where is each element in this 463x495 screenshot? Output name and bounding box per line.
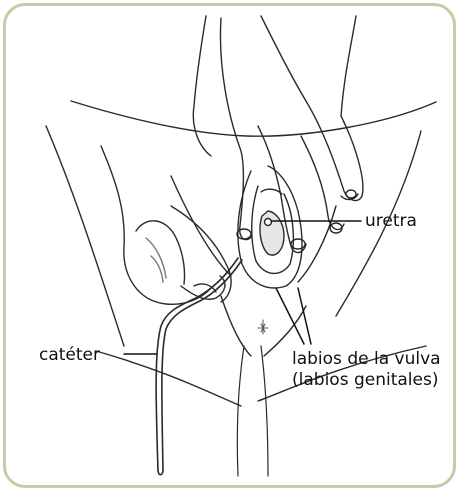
catheterization-illustration (6, 6, 456, 488)
anus-mark (258, 320, 268, 334)
labia-label-line2: (labios genitales) (292, 370, 438, 390)
vulva (238, 166, 302, 288)
lower-hand (101, 146, 231, 304)
urethra-label: uretra (365, 211, 417, 231)
illustration-frame: uretra catéter labios de la vulva (labio… (3, 3, 456, 488)
catheter-label: catéter (39, 345, 100, 365)
body-outline (46, 101, 436, 476)
labia-label-line1: labios de la vulva (292, 349, 441, 369)
